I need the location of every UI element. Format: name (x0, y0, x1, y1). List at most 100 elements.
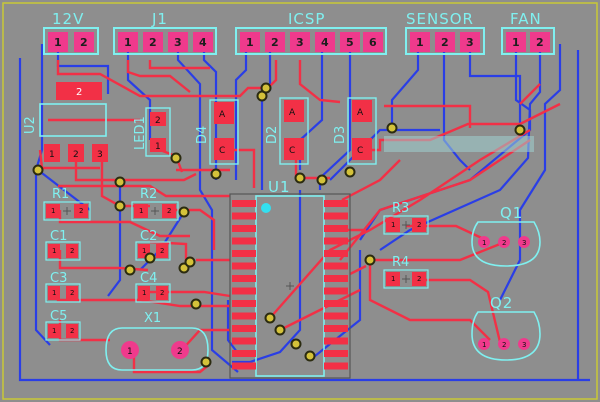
resistor-r4-pin-2: 2 (417, 275, 421, 283)
capacitor-c1: C1 1 2 (45, 229, 81, 261)
capacitor-c4-pin-2: 2 (160, 289, 164, 297)
mcu-pad (232, 212, 256, 220)
mcu-pad (324, 237, 348, 245)
diode-d4-anode: A (219, 110, 226, 120)
connector-icsp-pin-2: 2 (271, 36, 279, 49)
capacitor-c4: C4 1 2 (135, 271, 171, 303)
via (290, 338, 302, 350)
connector-12v-label: 12V (52, 10, 84, 28)
mcu-pads-right (324, 200, 348, 370)
connector-j1-pin-1: 1 (124, 36, 132, 49)
capacitor-c3-pin-1: 1 (52, 289, 56, 297)
mcu-pad (324, 262, 348, 270)
regulator-pin-1: 1 (49, 150, 55, 160)
mcu-pad (232, 237, 256, 245)
mcu-pad (324, 287, 348, 295)
via (144, 252, 156, 264)
transistor-q2: Q2 1 2 3 (471, 294, 541, 361)
mcu-pad (232, 275, 256, 282)
mcu-pad (324, 212, 348, 220)
mcu-pad (324, 337, 348, 345)
regulator-u2: 2 U2 1 2 3 (23, 82, 108, 162)
via (386, 122, 398, 134)
via (304, 350, 316, 362)
diode-d3-cathode: C (357, 146, 363, 156)
transistor-q1-pin-2: 2 (502, 239, 506, 247)
via (124, 264, 136, 276)
crystal-label: X1 (144, 311, 161, 326)
capacitor-c5-pin-2: 2 (70, 327, 74, 335)
resistor-r3: R3 1 2 (383, 201, 429, 235)
connector-sensor-label: SENSOR (406, 10, 474, 28)
capacitor-c5-pin-1: 1 (52, 327, 56, 335)
crystal-pin-2: 2 (177, 347, 183, 357)
mcu-pad (324, 275, 348, 282)
diode-d2-cathode: C (289, 146, 295, 156)
capacitor-c3-label: C3 (50, 271, 67, 286)
via (260, 82, 272, 94)
diode-d3: A C D3 (333, 97, 377, 165)
via (274, 324, 286, 336)
regulator-label: U2 (23, 116, 38, 134)
via (264, 312, 276, 324)
via (514, 124, 526, 136)
crosshair-markers (63, 207, 410, 290)
connector-12v-pin-1: 1 (54, 36, 62, 49)
transistor-q1: Q1 1 2 3 (471, 204, 541, 267)
connector-icsp-pin-4: 4 (321, 36, 329, 49)
transistor-q1-label: Q1 (500, 204, 523, 222)
via (184, 256, 196, 268)
capacitor-c5-label: C5 (50, 309, 67, 324)
transistor-q2-label: Q2 (490, 294, 513, 312)
vias (32, 82, 526, 368)
via (316, 174, 328, 186)
via (364, 254, 376, 266)
mcu-pad (324, 250, 348, 257)
blurred-region (384, 136, 534, 152)
regulator-pin-3: 3 (97, 150, 103, 160)
connector-icsp-label: ICSP (288, 10, 325, 28)
capacitor-c4-pin-1: 1 (142, 289, 146, 297)
mcu-pad (232, 325, 256, 332)
mcu-pad (232, 287, 256, 295)
mcu-pad (232, 300, 256, 307)
connector-fan: FAN 1 2 (501, 10, 555, 55)
mcu-label: U1 (268, 178, 291, 196)
transistor-q2-pin-2: 2 (502, 341, 506, 349)
diode-d4: A C D4 (195, 99, 239, 165)
connector-j1-pin-2: 2 (149, 36, 157, 49)
diode-d2-label: D2 (265, 126, 280, 144)
mcu-pad (324, 362, 348, 370)
transistor-q1-pin-3: 3 (522, 239, 526, 247)
resistor-r3-label: R3 (392, 201, 409, 216)
capacitor-c1-pin-2: 2 (70, 247, 74, 255)
resistor-r1-label: R1 (52, 187, 69, 202)
mcu-pad (232, 250, 256, 257)
via (114, 200, 126, 212)
capacitor-c3: C3 1 2 (45, 271, 81, 303)
via (114, 176, 126, 188)
via (32, 164, 44, 176)
via (344, 166, 356, 178)
resistor-r4-label: R4 (392, 255, 409, 270)
mcu-pad (232, 362, 256, 370)
capacitor-c2-label: C2 (140, 229, 157, 244)
capacitor-c3-pin-2: 2 (70, 289, 74, 297)
connector-icsp-pin-5: 5 (346, 36, 354, 49)
via (190, 298, 202, 310)
diode-d4-label: D4 (195, 126, 210, 144)
resistor-r1-pin-1: 1 (51, 207, 55, 215)
crystal-pin-1: 1 (127, 347, 133, 357)
resistor-r2-pin-2: 2 (167, 207, 171, 215)
led1-pin-1: 1 (155, 142, 161, 152)
mcu-pad (324, 350, 348, 357)
via (200, 356, 212, 368)
connector-j1-pin-4: 4 (199, 36, 207, 49)
connector-fan-pin-2: 2 (536, 36, 544, 49)
connector-j1: J1 1 2 3 4 (113, 10, 217, 55)
diode-d4-cathode: C (219, 146, 225, 156)
via (170, 152, 182, 164)
resistor-r2-pin-1: 1 (139, 207, 143, 215)
